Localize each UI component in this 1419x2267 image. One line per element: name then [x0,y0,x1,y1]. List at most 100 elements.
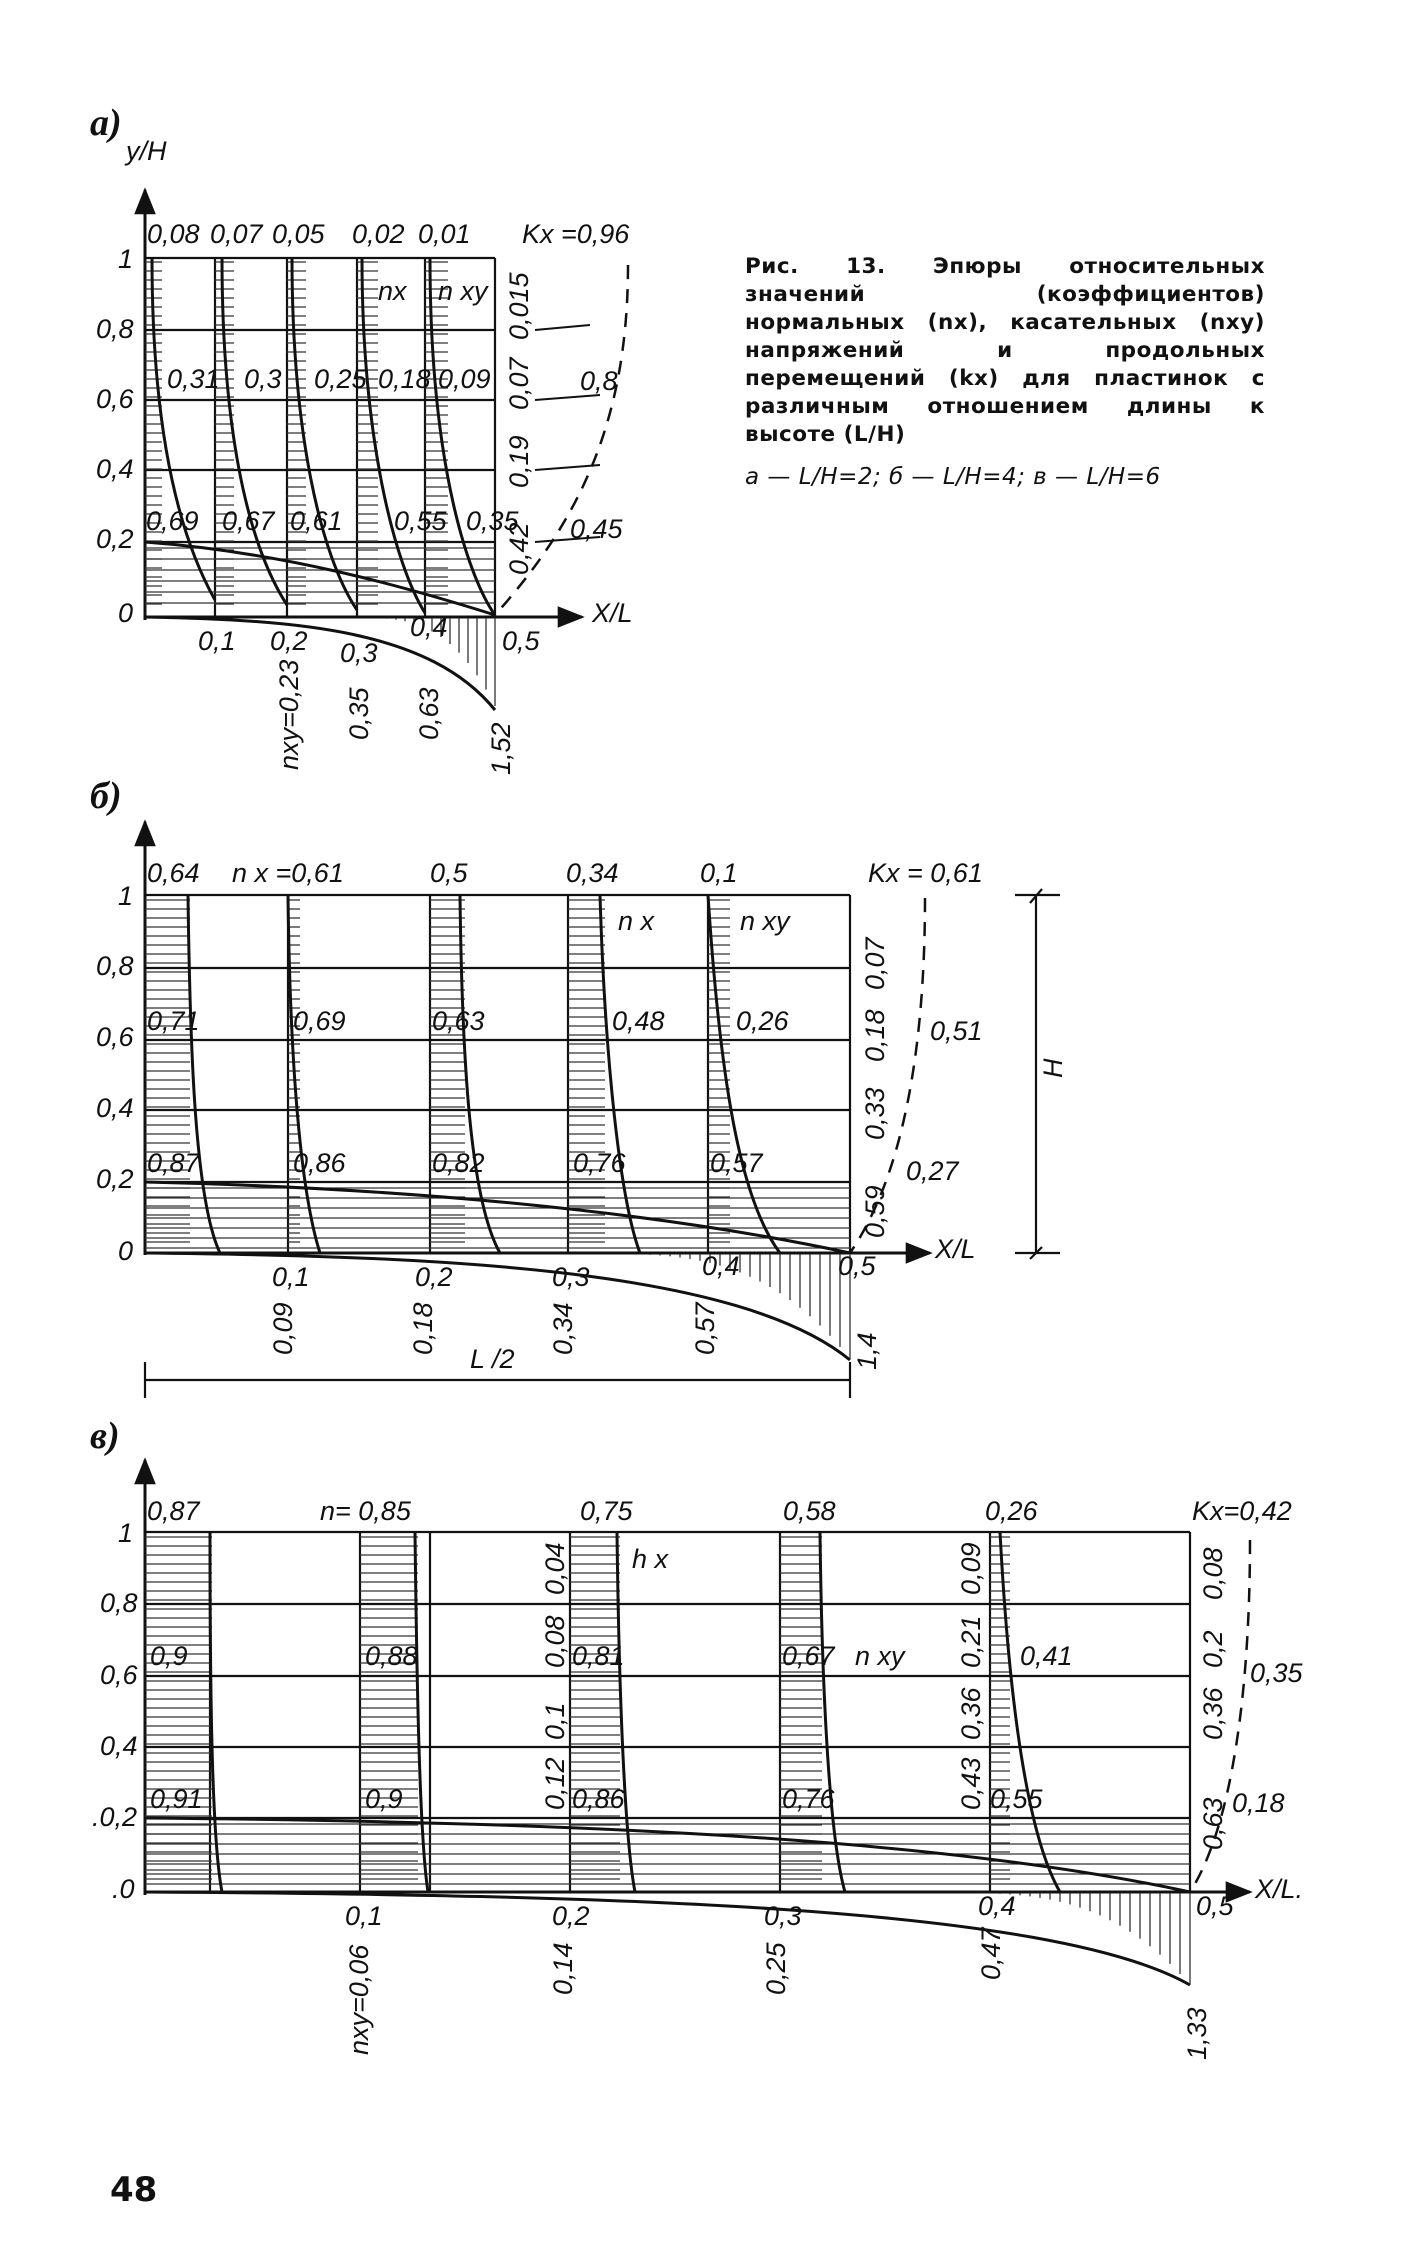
curve-label-nxy: n xy [438,276,489,306]
top-value: 0,08 [147,219,200,249]
y-tick: .0 [112,1874,135,1904]
y-tick: 0,8 [96,314,134,344]
low-value: 0,35 [466,506,520,536]
mid-value: 0,48 [612,1006,665,1036]
y-ticks: 1 0,8 0,6 0,4 0,2 0 [96,244,135,628]
y-tick: 0 [118,598,133,628]
nxy-right: 0,08 0,2 0,36 0,63 [1198,1547,1228,1850]
nxy-bottom-value: 0,09 [268,1302,298,1355]
y-tick: .0,2 [92,1802,137,1832]
top-values: 0,08 0,07 0,05 0,02 0,01 Kx =0,96 [147,219,630,249]
y-tick: 0,2 [96,1164,134,1194]
top-value: 0,26 [985,1496,1039,1526]
nxy-bottom: nxy=0,23 0,35 0,63 1,52 [274,660,516,775]
hatch-c [145,1536,1190,1885]
nxy-right-value: 0,2 [1198,1630,1228,1668]
low-value: 0,61 [290,506,343,536]
low-value: 0,57 [710,1148,764,1178]
low-value: 0,67 [222,506,276,536]
nxy-bottom-value: 0,25 [761,1941,791,1995]
y-axis-label: y/H [124,136,167,166]
y-tick: 1 [118,244,133,274]
mid-value: 0,3 [244,364,282,394]
mid-value: 0,25 [314,364,368,394]
l2-label: L /2 [470,1344,515,1374]
low-value: 0,82 [432,1148,485,1178]
nxy-bottom: nxy=0,06 0,14 0,25 0,47 1,33 [344,1926,1212,2060]
low-value: 0,86 [293,1148,347,1178]
figure-caption: Рис. 13. Эпюры относительных значений (к… [745,253,1265,491]
nxy-bottom-value: 1,52 [486,722,516,775]
mid-values: 0,71 0,69 0,63 0,48 0,26 [147,1006,790,1036]
mid-value: 0,31 [167,364,220,394]
low-values: 0,69 0,67 0,61 0,55 0,35 [146,506,520,536]
x-ticks: 0,1 0,2 0,3 0,4 0,5 [345,1891,1235,1931]
top-value: 0,75 [580,1496,634,1526]
mid-value: 0,63 [432,1006,485,1036]
x-tick: 0,4 [702,1251,740,1281]
x-tick: 0,1 [272,1262,310,1292]
kx-right-value: 0,45 [570,514,624,544]
nxy-right-value: 0,08 [1198,1547,1228,1600]
low-value: 0,91 [150,1784,203,1814]
x-tick: 0,2 [415,1262,453,1292]
vhatch-a [368,618,496,706]
kx-label: Kx = 0,61 [868,858,983,888]
curve-label-nx: h x [632,1544,670,1574]
curve-label-nxy: n xy [740,906,791,936]
nxy-bottom-value: 0,63 [414,687,444,740]
x-ticks: 0,1 0,2 0,3 0,4 0,5 [198,612,541,668]
nxy-bottom: 0,09 0,18 0,34 0,57 1,4 [268,1301,882,1370]
top-values: 0,87 n= 0,85 0,75 0,58 0,26 Kx=0,42 [147,1496,1292,1526]
y-tick: 0,4 [96,1093,134,1123]
x-axis-label: X/L [591,598,633,628]
caption-legend: а — L/H=2; б — L/H=4; в — L/H=6 [745,464,1161,490]
top-value: 0,5 [430,858,469,888]
low-values: 0,91 0,9 0,86 0,76 0,55 [150,1784,1044,1814]
x-tick: 0,5 [1196,1891,1235,1921]
y-ticks: 1 0,8 0,6 0,4 0,2 0 [96,881,135,1266]
panel-b-label: б) [90,775,122,817]
page-number: 48 [110,2170,158,2210]
x-tick: 0,1 [198,626,236,656]
nxy-right-value: 0,07 [860,936,890,990]
curve-label-nxy: n xy [855,1641,906,1671]
y-tick: 0,2 [96,524,134,554]
low-value: 0,76 [573,1148,627,1178]
kx-right-value: 0,27 [906,1156,960,1186]
kx-right-value: 0,8 [580,366,618,396]
low-value: 0,86 [572,1784,626,1814]
nxy-inner-value: 0,08 [540,1615,570,1668]
x-tick: 0,3 [552,1262,590,1292]
nxy-bottom-value: 0,18 [408,1302,438,1355]
top-value: 0,34 [566,858,619,888]
mid-value: 0,67 [782,1641,836,1671]
mid-value: 0,09 [438,364,491,394]
y-tick: 0,6 [100,1660,139,1690]
nxy-right-value: 0,18 [860,1009,890,1062]
top-value: 0,87 [147,1496,201,1526]
nxy-bottom-value: nxy=0,06 [344,1944,374,2055]
nxy-right-value: 0,36 [1198,1686,1228,1740]
y-tick: 0 [118,1236,133,1266]
curve-label-nx: nx [378,276,408,306]
nxy-bottom-value: 0,34 [548,1302,578,1355]
hatch-b [145,899,850,1249]
kx-label: Kx=0,42 [1192,1496,1292,1526]
nxy-right: 0,015 0,07 0,19 0,42 [504,271,534,575]
y-tick: 1 [118,1518,133,1548]
x-tick: 0,4 [978,1891,1016,1921]
panel-a: а) y/H X/L [90,102,633,775]
mid-value: 0,81 [572,1641,625,1671]
top-value: 0,07 [210,219,264,249]
x-ticks: 0,1 0,2 0,3 0,4 0,5 [272,1251,877,1292]
top-value: 0,05 [272,219,326,249]
y-tick: 0,8 [96,951,134,981]
x-tick: 0,5 [502,626,541,656]
nxy-bottom-value: 0,47 [976,1926,1006,1980]
top-value: n x =0,61 [232,858,344,888]
kx-label: Kx =0,96 [522,219,630,249]
top-value: 0,02 [352,219,405,249]
vhatch-c [959,1893,1191,1985]
h-dimension [1015,888,1060,1260]
